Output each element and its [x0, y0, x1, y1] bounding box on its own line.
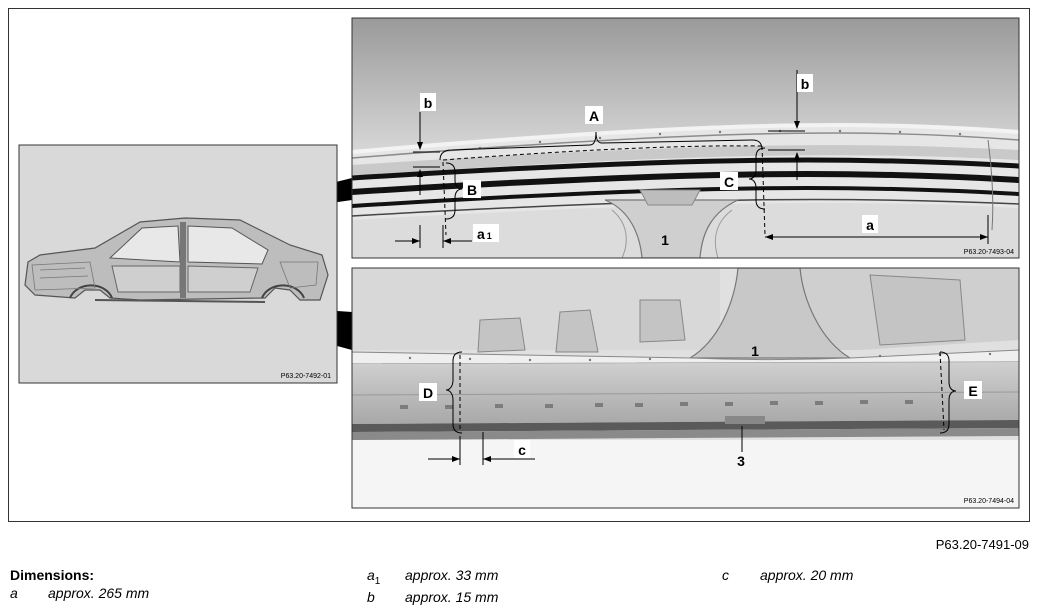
callout-a: a	[866, 217, 874, 233]
dimension-a-value: approx. 265 mm	[48, 585, 150, 601]
overview-panel-ref: P63.20-7492-01	[281, 373, 331, 380]
callout-1-bottom: 1	[751, 343, 759, 359]
dimension-b-key: b	[367, 589, 375, 605]
dimension-c: c approx. 20 mm	[722, 567, 853, 587]
bottom-panel	[352, 268, 1019, 508]
dimension-a: a approx. 265 mm	[10, 585, 149, 605]
callout-3: 3	[737, 453, 745, 469]
b-pillar-base	[687, 268, 853, 359]
callout-A: A	[589, 108, 599, 124]
rail-stripe-2	[352, 171, 1019, 195]
bottom-labels: D E c 1 3 P63.20-7494-04	[419, 343, 1014, 505]
b-pillar	[604, 199, 739, 258]
front-window-opening	[108, 225, 181, 263]
dimension-a1-value: approx. 33 mm	[405, 567, 499, 583]
dimension-a1-key: a1	[367, 567, 381, 587]
rear-door-opening	[187, 265, 259, 293]
figure-reference: P63.20-7491-09	[935, 537, 1029, 552]
callout-1-top: 1	[661, 232, 669, 248]
dimension-b-value: approx. 15 mm	[405, 589, 499, 605]
top-annotations	[395, 70, 989, 248]
bottom-annotations	[428, 351, 957, 465]
diagram-canvas: P63.20-7492-01	[18, 17, 1020, 509]
top-panel-ref: P63.20-7493-04	[964, 249, 1014, 256]
dimensions-title: Dimensions:	[10, 567, 95, 583]
dimension-b: b approx. 15 mm	[367, 589, 498, 609]
callout-c: c	[518, 442, 526, 458]
callout-C: C	[724, 174, 734, 190]
callout-b-left: b	[424, 95, 433, 111]
roof-skin	[352, 18, 1019, 150]
overview-panel	[19, 145, 337, 383]
callout-b-right: b	[801, 76, 810, 92]
callout-D: D	[423, 385, 433, 401]
bottom-panel-ref: P63.20-7494-04	[964, 498, 1014, 505]
dimension-a-key: a	[10, 585, 18, 601]
dimension-a1: a1 approx. 33 mm	[367, 567, 498, 587]
front-door-opening	[111, 265, 181, 293]
callout-E: E	[968, 383, 977, 399]
callout-B: B	[467, 182, 477, 198]
rear-window-opening	[187, 225, 269, 265]
top-panel	[352, 18, 1019, 258]
dimension-c-value: approx. 20 mm	[760, 567, 854, 583]
dimension-c-key: c	[722, 567, 729, 583]
